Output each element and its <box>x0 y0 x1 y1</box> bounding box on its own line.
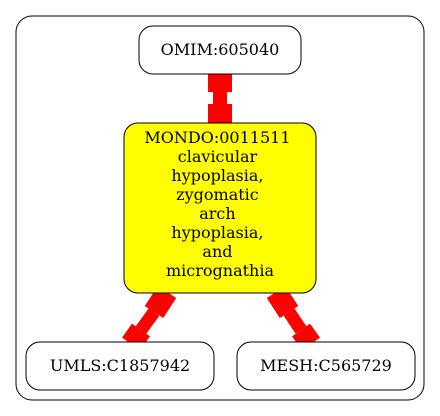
node-mondo-line-2: clavicular <box>178 147 258 166</box>
node-mesh[interactable]: MESH:C565729 <box>236 341 416 391</box>
edge-mondo-to-umls <box>122 286 177 351</box>
node-omim-label: OMIM:605040 <box>161 40 280 59</box>
node-umls-label: UMLS:C1857942 <box>50 356 190 375</box>
node-mondo-line-4: zygomatic <box>176 185 259 204</box>
node-umls[interactable]: UMLS:C1857942 <box>25 341 215 391</box>
node-mondo-label: MONDO:0011511 clavicular hypoplasia, zyg… <box>144 128 295 280</box>
edge-mondo-to-mesh <box>266 286 320 351</box>
node-mesh-label: MESH:C565729 <box>260 356 392 375</box>
node-mondo-line-1: MONDO:0011511 <box>144 128 290 147</box>
node-mondo[interactable]: MONDO:0011511 clavicular hypoplasia, zyg… <box>123 122 317 294</box>
node-mondo-line-5: arch <box>199 204 235 223</box>
node-omim[interactable]: OMIM:605040 <box>138 25 302 75</box>
node-mondo-line-8: micrognathia <box>166 261 274 280</box>
node-mondo-line-3: hypoplasia, <box>171 166 263 185</box>
node-mondo-line-6: hypoplasia, <box>171 223 263 242</box>
node-mondo-line-7: and <box>202 242 232 261</box>
cluster-frame <box>15 15 425 401</box>
